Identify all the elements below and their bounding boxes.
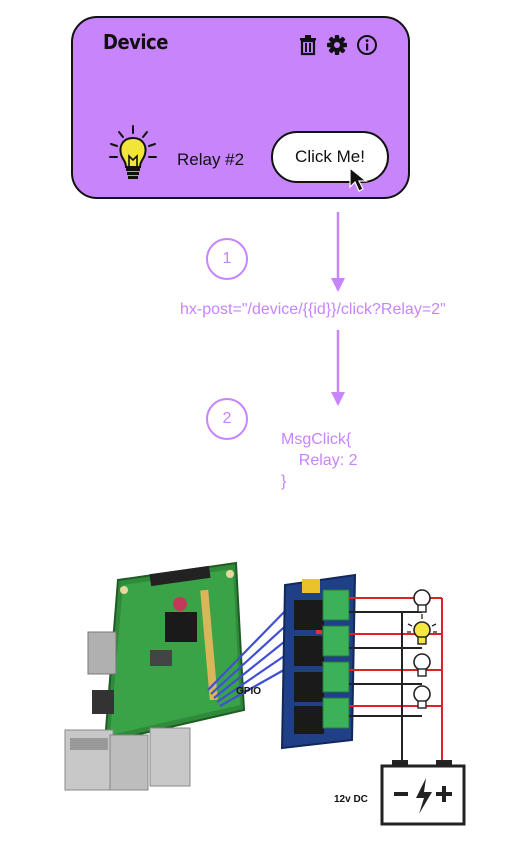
hx-post-text: hx-post="/device/{{id}}/click?Relay=2" bbox=[180, 301, 446, 318]
battery-icon bbox=[380, 760, 466, 826]
lightbulbs bbox=[407, 589, 437, 709]
card-toolbar bbox=[298, 34, 378, 56]
gpio-label: GPIO bbox=[236, 686, 261, 697]
relay-label: Relay #2 bbox=[177, 150, 245, 169]
relay-module bbox=[280, 573, 357, 750]
card-title: Device bbox=[103, 30, 168, 54]
gear-icon[interactable] bbox=[326, 34, 348, 56]
cursor-icon bbox=[349, 166, 371, 198]
step-1-badge: 1 bbox=[206, 238, 248, 280]
msgclick-line-2: Relay: 2 bbox=[281, 452, 358, 469]
gpio-wires bbox=[207, 605, 299, 707]
msgclick-line-1: MsgClick{ bbox=[281, 431, 352, 448]
lightbulb-icon bbox=[107, 124, 159, 189]
click-me-button[interactable]: Click Me! bbox=[271, 131, 389, 183]
bulb-3-off bbox=[413, 653, 431, 677]
bulb-1-off bbox=[413, 589, 431, 613]
bulb-2-on bbox=[407, 614, 437, 645]
device-card: Device bbox=[71, 16, 410, 199]
step-2-badge: 2 bbox=[206, 398, 248, 440]
info-icon[interactable] bbox=[356, 34, 378, 56]
msgclick-line-3: } bbox=[281, 473, 287, 490]
bulb-4-off bbox=[413, 685, 431, 709]
raspberry-pi-board bbox=[64, 561, 246, 791]
power-label: 12v DC bbox=[334, 794, 368, 805]
trash-icon[interactable] bbox=[298, 34, 318, 56]
